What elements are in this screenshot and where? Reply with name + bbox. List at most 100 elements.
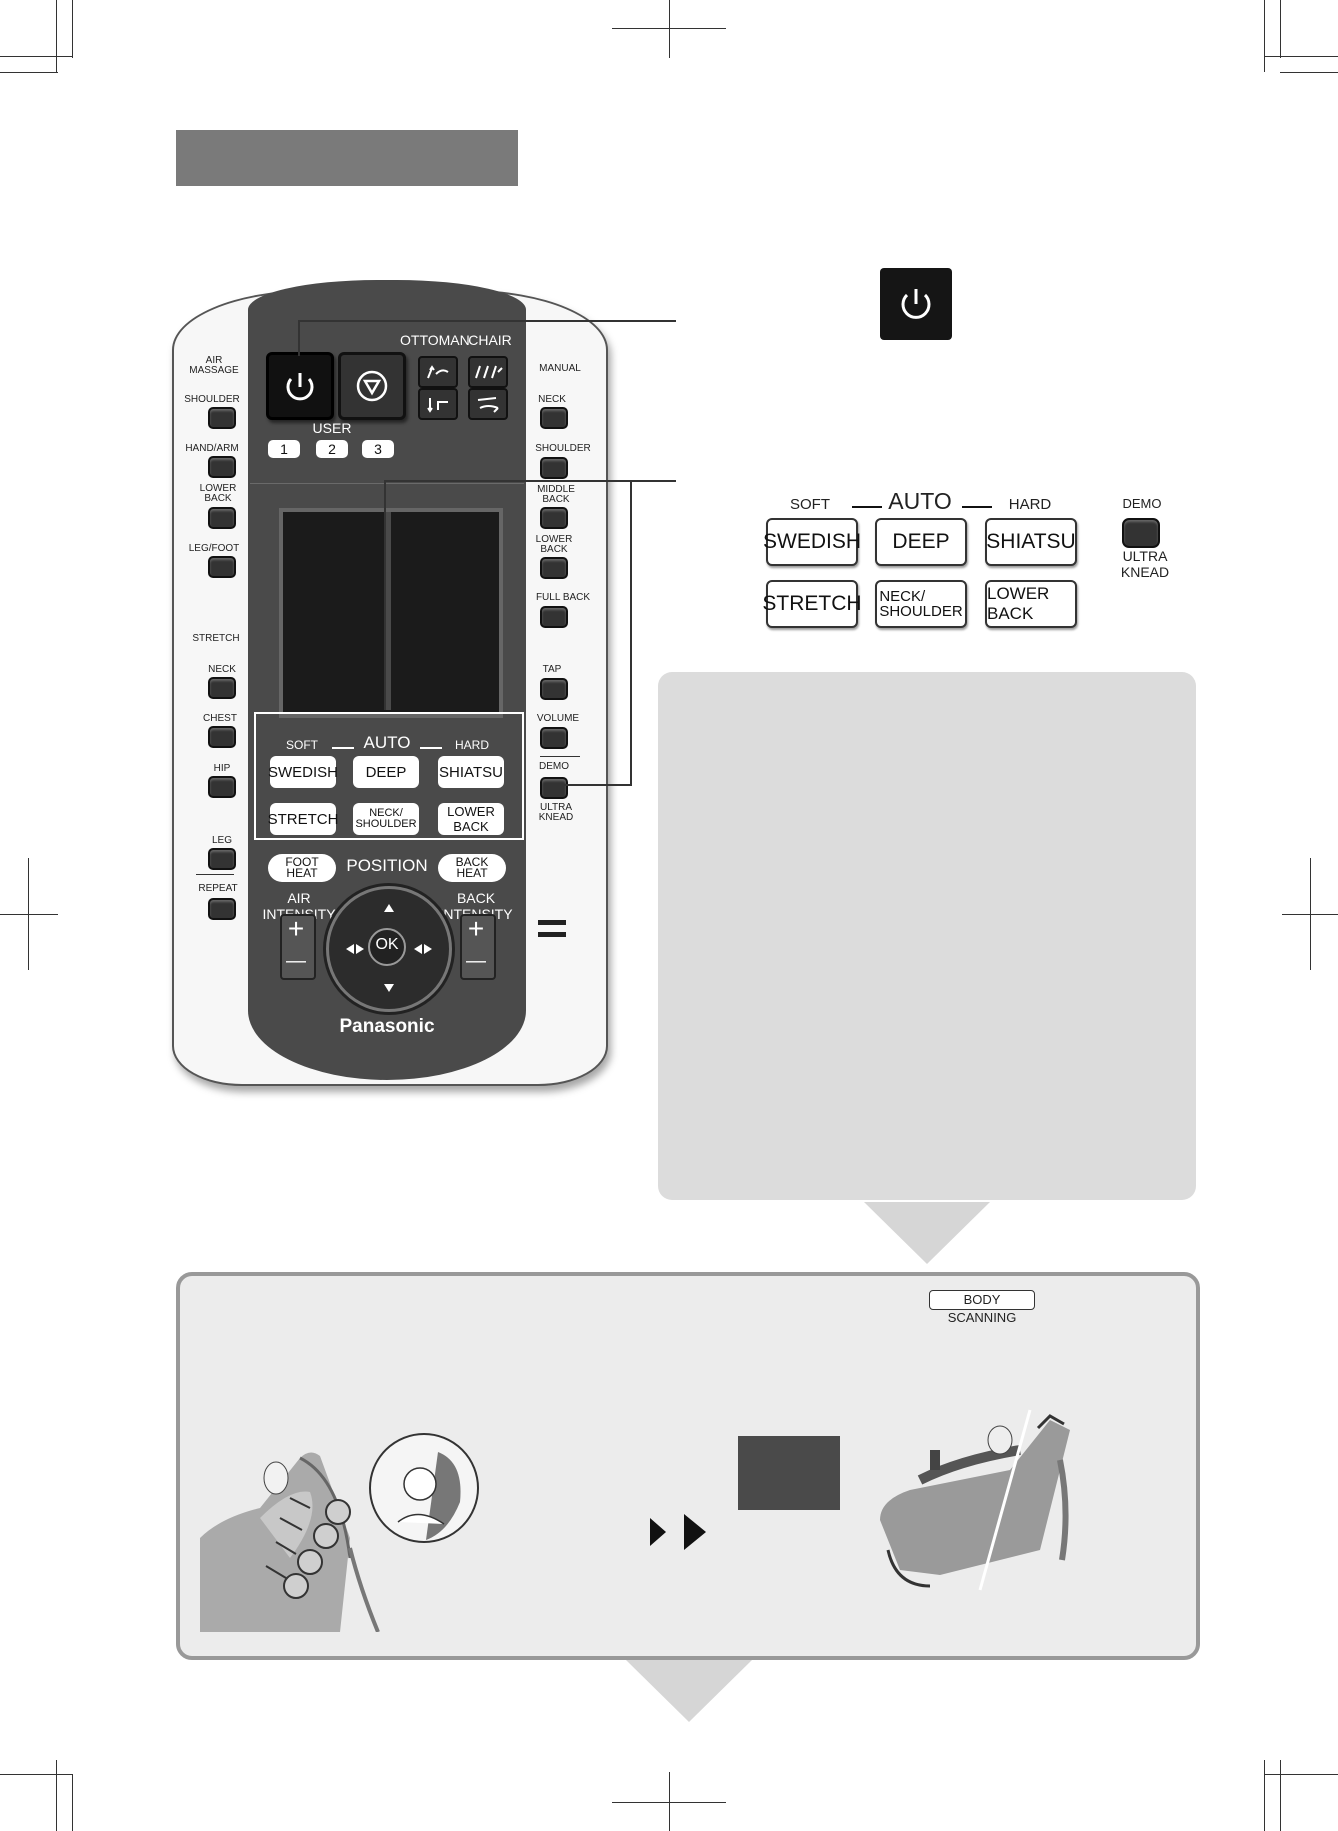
middle-back-button[interactable] <box>540 507 568 529</box>
tap-button[interactable] <box>540 678 568 700</box>
callout-neck-shoulder-button[interactable]: NECK/ SHOULDER <box>875 580 967 628</box>
stretch-button[interactable]: STRETCH <box>268 803 338 835</box>
swedish-button[interactable]: SWEDISH <box>268 756 338 788</box>
crop-mark <box>56 0 57 72</box>
crop-mark <box>1310 858 1311 970</box>
repeat-button[interactable] <box>208 898 236 920</box>
callout-deep-button[interactable]: DEEP <box>875 518 967 566</box>
leg-stretch-button[interactable] <box>208 848 236 870</box>
user-1-button[interactable]: 1 <box>268 440 300 458</box>
user-2-button[interactable]: 2 <box>316 440 348 458</box>
repeat-divider <box>196 874 234 875</box>
air-intensity-plus-button[interactable]: + <box>287 913 305 944</box>
callout-hard-arrow <box>962 506 992 508</box>
hip-label: HIP <box>213 763 231 774</box>
crop-mark <box>1280 1760 1281 1831</box>
callout-auto-label: AUTO <box>888 488 952 514</box>
foot-heat-button[interactable]: FOOT HEAT <box>268 854 336 882</box>
crop-mark <box>1280 0 1281 58</box>
callout-hard-label: HARD <box>1008 496 1052 513</box>
soft-label: SOFT <box>286 738 318 752</box>
crop-mark <box>72 0 73 58</box>
crop-mark <box>1264 1760 1265 1831</box>
neck-shoulder-button[interactable]: NECK/ SHOULDER <box>353 803 419 835</box>
body-scan-illustration <box>200 1452 380 1632</box>
crop-mark <box>1264 56 1338 57</box>
shiatsu-button[interactable]: SHIATSU <box>438 756 504 788</box>
full-back-label: FULL BACK <box>535 592 591 603</box>
air-intensity-minus-button[interactable]: — <box>286 950 306 972</box>
lcd-screen <box>279 508 503 718</box>
lcd-divider <box>385 512 391 710</box>
lower-back-button[interactable]: LOWER BACK <box>438 803 504 835</box>
user-label: USER <box>312 420 352 436</box>
full-back-button[interactable] <box>540 606 568 628</box>
demo-divider <box>540 756 580 757</box>
callout-line <box>384 480 386 710</box>
deep-button[interactable]: DEEP <box>353 756 419 788</box>
callout-demo-label: DEMO <box>1122 496 1162 511</box>
back-heat-button[interactable]: BACK HEAT <box>438 854 506 882</box>
chair-label: CHAIR <box>468 332 512 348</box>
repeat-label: REPEAT <box>198 883 238 894</box>
callout-demo-ultra-knead-button[interactable] <box>1122 518 1160 548</box>
volume-label: VOLUME <box>536 713 580 724</box>
ultra-knead-label: ULTRA KNEAD <box>538 802 574 823</box>
hard-label: HARD <box>454 738 489 752</box>
callout-line <box>298 320 676 322</box>
back-intensity-minus-button[interactable]: — <box>466 950 486 972</box>
callout-line <box>298 320 300 356</box>
shoulder-manual-button[interactable] <box>540 457 568 479</box>
chair-recline-button[interactable] <box>468 356 508 388</box>
hip-stretch-button[interactable] <box>208 776 236 798</box>
crop-mark <box>0 1774 72 1775</box>
status-box <box>738 1436 840 1510</box>
callout-swedish-button[interactable]: SWEDISH <box>763 518 861 566</box>
lower-back-label-left: LOWER BACK <box>199 483 237 504</box>
ottoman-icon <box>427 398 448 413</box>
hand-arm-button[interactable] <box>208 456 236 478</box>
stretch-label-left: STRETCH <box>192 633 240 644</box>
ottoman-up-button[interactable] <box>418 356 458 388</box>
demo-ultra-knead-button[interactable] <box>540 777 568 799</box>
ok-button[interactable] <box>368 928 406 966</box>
soft-arrow <box>332 747 354 749</box>
callout-shiatsu-button[interactable]: SHIATSU <box>985 518 1077 566</box>
manual-label: MANUAL <box>539 363 581 374</box>
stop-button[interactable] <box>338 352 406 420</box>
crop-mark <box>1264 0 1265 72</box>
shoulder-label-left: SHOULDER <box>184 394 240 405</box>
ottoman-down-button[interactable] <box>418 388 458 420</box>
chest-stretch-button[interactable] <box>208 726 236 748</box>
lower-back-air-button[interactable] <box>208 507 236 529</box>
body-scanning-badge: BODY SCANNING <box>929 1290 1035 1325</box>
power-button[interactable] <box>266 352 334 420</box>
volume-button[interactable] <box>540 727 568 749</box>
air-massage-label: AIR MASSAGE <box>189 355 239 376</box>
user-3-button[interactable]: 3 <box>362 440 394 458</box>
neck-manual-button[interactable] <box>540 407 568 429</box>
callout-soft-arrow <box>852 506 882 508</box>
crop-mark <box>0 72 58 73</box>
shoulder-label-right: SHOULDER <box>535 443 591 454</box>
position-label: POSITION <box>346 856 428 875</box>
back-intensity-plus-button[interactable]: + <box>467 913 485 944</box>
callout-line <box>630 480 632 785</box>
auto-mode-frame <box>254 712 524 840</box>
callout-stretch-button[interactable]: STRETCH <box>762 580 862 628</box>
arrow-right-icon <box>414 944 432 954</box>
neck-stretch-button[interactable] <box>208 677 236 699</box>
crop-mark <box>28 858 29 970</box>
lower-back-manual-button[interactable] <box>540 557 568 579</box>
chair-upright-button[interactable] <box>468 388 508 420</box>
power-icon-large <box>880 268 952 340</box>
leg-foot-button[interactable] <box>208 556 236 578</box>
ottoman-icon <box>427 365 449 379</box>
arrow-down-icon <box>384 984 394 992</box>
tap-label: TAP <box>542 664 562 675</box>
demo-label: DEMO <box>539 761 569 772</box>
stop-icon <box>356 370 388 402</box>
callout-line <box>384 480 676 482</box>
shoulder-air-button[interactable] <box>208 407 236 429</box>
callout-lower-back-button[interactable]: LOWER BACK <box>985 580 1077 628</box>
